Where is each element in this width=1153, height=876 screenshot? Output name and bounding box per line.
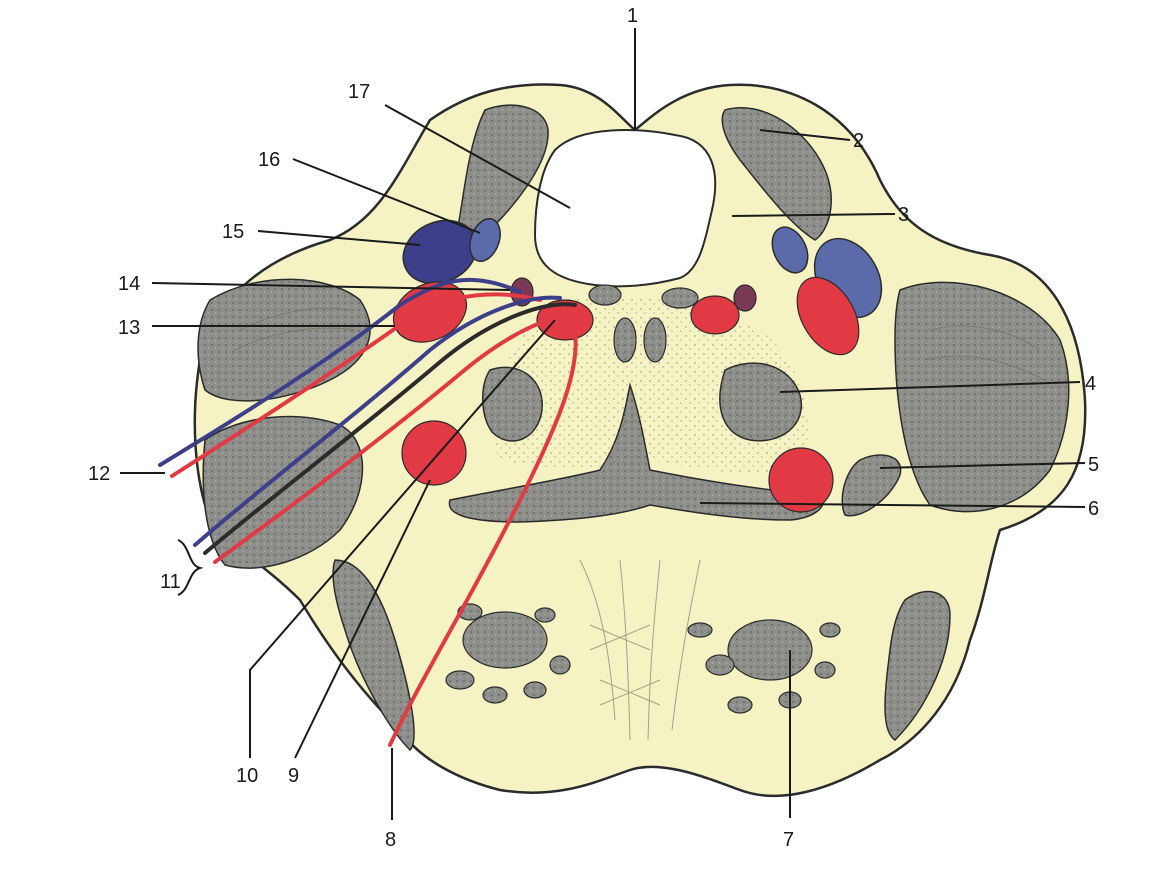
label-15: 15 <box>222 221 244 243</box>
label-4: 4 <box>1085 373 1096 395</box>
label-10: 10 <box>236 765 258 787</box>
label-3: 3 <box>898 204 909 226</box>
label-7: 7 <box>783 829 794 851</box>
label-16: 16 <box>258 149 280 171</box>
label-11: 11 <box>160 571 181 593</box>
label-6: 6 <box>1088 498 1099 520</box>
artery-left-mid <box>402 421 466 485</box>
label-13: 13 <box>118 317 140 339</box>
fourth-ventricle-cavity <box>535 130 715 286</box>
label-12: 12 <box>88 463 110 485</box>
label-1: 1 <box>627 5 638 27</box>
label-9: 9 <box>288 765 299 787</box>
artery-5 <box>769 448 833 512</box>
artery-right-medial <box>691 296 739 334</box>
label-14: 14 <box>118 273 140 295</box>
label-2: 2 <box>853 130 864 152</box>
label-8: 8 <box>385 829 396 851</box>
label-17: 17 <box>348 81 370 103</box>
label-5: 5 <box>1088 454 1099 476</box>
